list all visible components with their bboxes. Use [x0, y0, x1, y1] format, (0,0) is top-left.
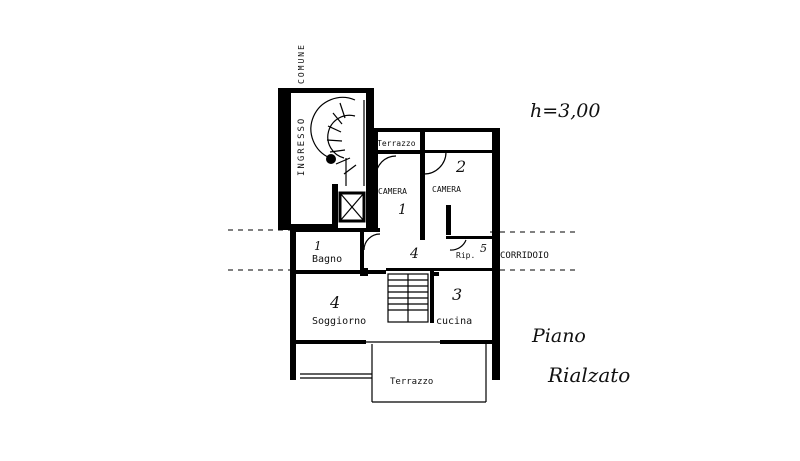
kitchen-number: 3: [452, 285, 462, 304]
height-label: h=3,00: [530, 100, 600, 122]
living-number: 4: [329, 293, 340, 312]
entrance-stairwell: [278, 88, 374, 230]
room1-name: CAMERA: [378, 187, 407, 196]
bath-number: 1: [314, 239, 322, 253]
corridor-guides: [228, 229, 580, 271]
stair-newel-icon: [326, 154, 336, 164]
hall-number: 4: [409, 246, 419, 262]
floor-label-line2: Rialzato: [547, 363, 630, 387]
internal-stair: [387, 273, 429, 323]
bottom-terrace: [296, 340, 492, 403]
room2-number: 2: [455, 157, 466, 176]
interior-walls: [296, 128, 493, 323]
living-label: Soggiorno: [312, 316, 366, 327]
terrace-top-label: Terrazzo: [377, 139, 416, 148]
room2-name: CAMERA: [432, 185, 461, 194]
bath-label: Bagno: [312, 254, 342, 265]
entrance-label: INGRESSO: [297, 117, 307, 176]
door-swings: [363, 151, 467, 251]
corridor-label: CORRIDOIO: [500, 251, 549, 261]
room1-number: 1: [398, 202, 407, 218]
terrace-bottom-label: Terrazzo: [390, 377, 433, 387]
common-label: COMUNE: [297, 43, 306, 84]
storage-number: 5: [480, 242, 487, 255]
outer-walls: [290, 128, 500, 380]
floor-label-line1: Piano: [531, 325, 586, 347]
storage-label: Rip.: [456, 251, 475, 260]
kitchen-label: cucina: [436, 316, 472, 327]
